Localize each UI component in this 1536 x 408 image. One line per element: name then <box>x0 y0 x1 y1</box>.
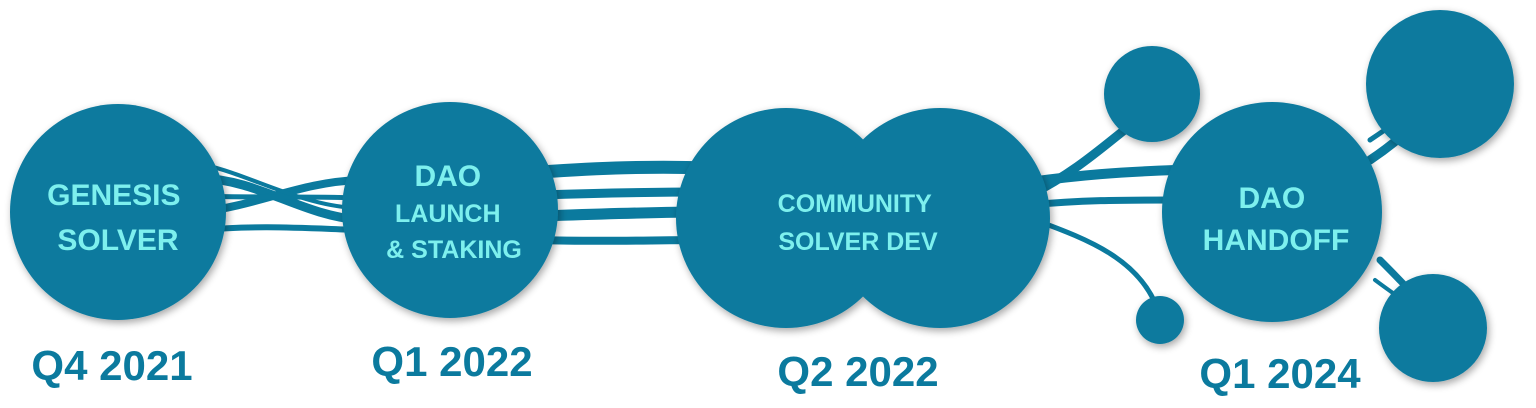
satellite-node-bottom-small <box>1136 296 1184 344</box>
handoff-node <box>1162 102 1382 322</box>
community-node-right <box>830 108 1050 328</box>
connector-strand <box>1025 165 1180 187</box>
satellite-node-top-small <box>1104 46 1200 142</box>
satellite-node-top-large <box>1366 10 1514 158</box>
date-label-q1-2022: Q1 2022 <box>371 338 532 385</box>
community-label: COMMUNITY SOLVER DEV <box>778 190 939 256</box>
connector-strand <box>1032 217 1161 313</box>
handoff-label: DAO HANDOFF <box>1203 182 1350 257</box>
date-label-q2-2022: Q2 2022 <box>777 348 938 395</box>
dao-launch-label: DAO LAUNCH & STAKING <box>386 160 522 264</box>
dao-launch-node <box>342 102 558 318</box>
connector-strand <box>533 160 717 179</box>
connector-strand <box>203 163 357 210</box>
date-label-q1-2024: Q1 2024 <box>1199 350 1361 397</box>
genesis-label: GENESIS SOLVER <box>47 179 189 257</box>
genesis-node <box>10 104 226 320</box>
community-node-left <box>676 108 896 328</box>
date-label-q4-2021: Q4 2021 <box>31 342 192 389</box>
connector-strand <box>1026 196 1179 209</box>
satellite-node-bottom-large <box>1379 274 1487 382</box>
